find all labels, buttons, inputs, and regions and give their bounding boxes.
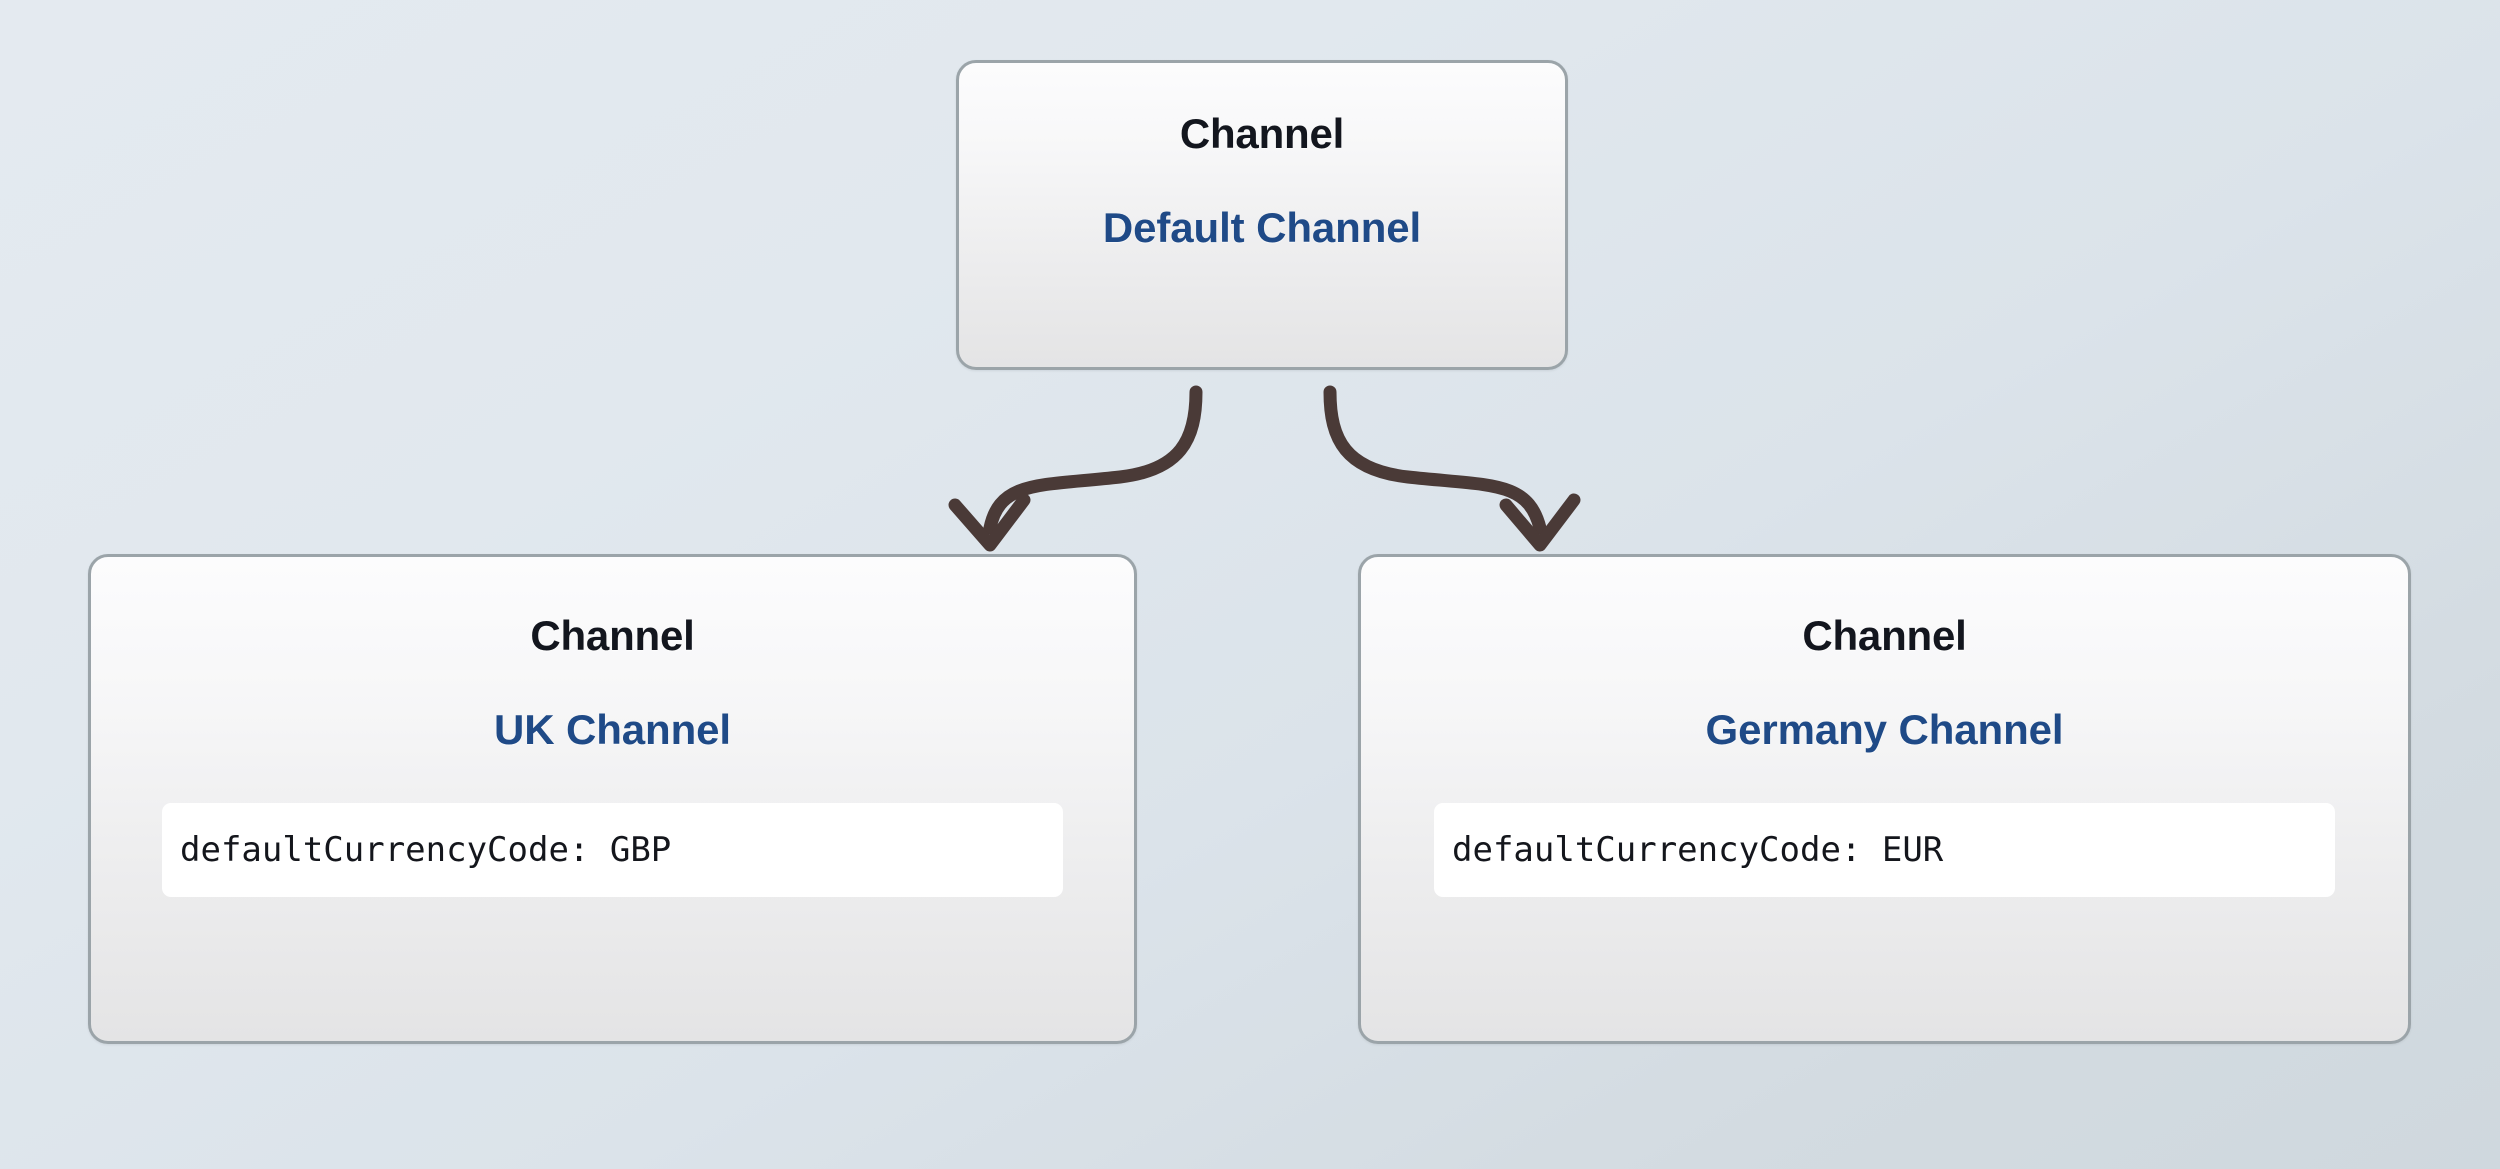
node-default-channel[interactable]: Channel Default Channel	[956, 60, 1568, 370]
node-name-label: Default Channel	[1102, 204, 1422, 251]
node-property-row: defaultCurrencyCode: EUR	[1434, 803, 2335, 897]
node-type-label: Channel	[530, 612, 695, 659]
node-name-label: UK Channel	[493, 706, 731, 753]
edge-root-to-uk	[948, 385, 1203, 552]
node-name-label: Germany Channel	[1705, 706, 2064, 753]
edge-root-to-germany	[1323, 385, 1581, 552]
node-property-row: defaultCurrencyCode: GBP	[162, 803, 1063, 897]
node-uk-channel[interactable]: Channel UK Channel defaultCurrencyCode: …	[88, 554, 1137, 1044]
node-type-label: Channel	[1179, 110, 1345, 157]
node-type-label: Channel	[1802, 612, 1967, 659]
node-germany-channel[interactable]: Channel Germany Channel defaultCurrencyC…	[1358, 554, 2411, 1044]
